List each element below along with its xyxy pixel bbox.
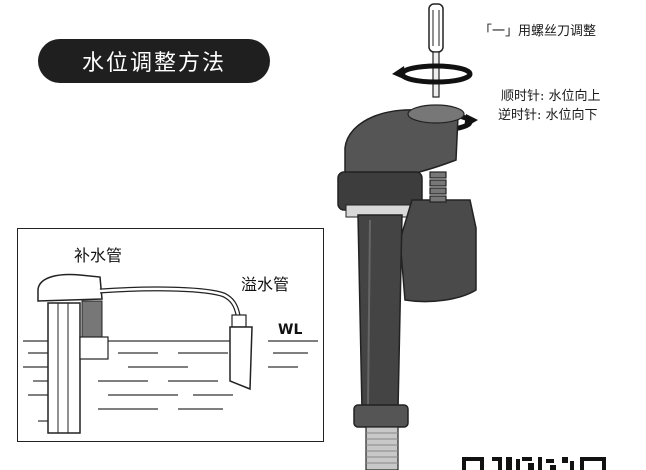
counterclockwise-note: 逆时针: 水位向下 [498, 108, 598, 123]
water-level-label: WL [278, 322, 303, 338]
rotate-clockwise-icon [392, 63, 473, 85]
clockwise-note: 顺时针: 水位向上 [501, 89, 601, 104]
screwdriver-icon [428, 3, 444, 98]
adjust-note: 「一」用螺丝刀调整 [479, 24, 597, 39]
page-title: 水位调整方法 [38, 39, 270, 83]
tank-diagram: 补水管 溢水管 WL [17, 228, 324, 442]
overflow-tube-label: 溢水管 [241, 275, 290, 294]
qr-code-icon [462, 457, 608, 470]
refill-tube-label: 补水管 [74, 246, 123, 265]
page-title-text: 水位调整方法 [81, 51, 226, 76]
fill-valve-illustration [337, 3, 478, 470]
